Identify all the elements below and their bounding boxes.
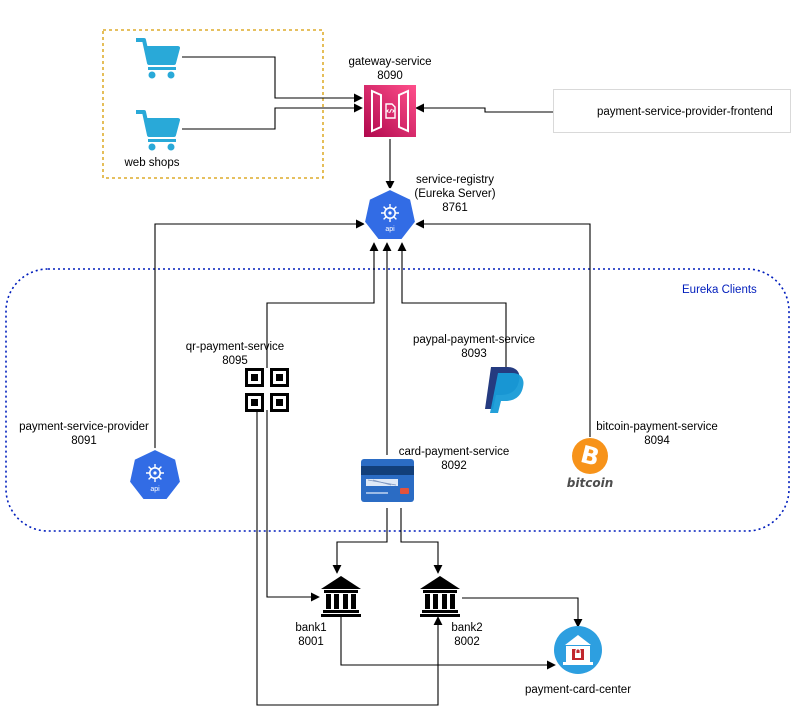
- svg-text:api: api: [150, 486, 160, 493]
- psp-name: payment-service-provider: [19, 421, 149, 433]
- edge-psp-registry: [154, 219, 365, 460]
- webshops-label: web shops: [124, 157, 180, 169]
- registry-subtitle: (Eureka Server): [414, 188, 496, 200]
- qr-service-label: qr-payment-service 8095: [175, 340, 295, 368]
- pcc-label: payment-card-center: [524, 684, 632, 696]
- web-shops-group: [102, 29, 324, 179]
- card-service-port: 8092: [441, 460, 467, 472]
- bank2-name: bank2: [451, 622, 483, 634]
- api-gateway-icon: [364, 85, 416, 137]
- registry-label: service-registry (Eureka Server) 8761: [395, 173, 515, 215]
- edge-paypal-registry: [397, 242, 507, 368]
- paypal-icon: [485, 367, 524, 413]
- bank2-label: bank2 8002: [441, 621, 493, 649]
- bank2-port: 8002: [454, 636, 480, 648]
- registry-port: 8761: [442, 202, 468, 214]
- qr-code-icon: [245, 368, 289, 412]
- paypal-service-label: paypal-payment-service 8093: [404, 333, 544, 361]
- paypal-service-name: paypal-payment-service: [412, 334, 536, 346]
- bank2-icon: [420, 576, 460, 617]
- card-service-label: card-payment-service 8092: [390, 445, 518, 473]
- shopping-cart-icon: [136, 38, 180, 79]
- bitcoin-service-label: bitcoin-payment-service 8094: [588, 420, 726, 448]
- psp-port: 8091: [71, 435, 97, 447]
- frontend-node: [553, 89, 791, 133]
- card-service-name: card-payment-service: [398, 446, 510, 458]
- edge-bank2-pcc: [462, 597, 583, 628]
- edge-frontend-gateway: [415, 103, 553, 113]
- psp-label: payment-service-provider 8091: [12, 420, 156, 448]
- bank1-port: 8001: [298, 636, 324, 648]
- edge-cart1-gateway: [182, 56, 363, 103]
- qr-service-name: qr-payment-service: [185, 341, 285, 353]
- kubernetes-api-icon: api: [362, 187, 418, 241]
- edge-card-bank2: [400, 508, 443, 574]
- qr-service-port: 8095: [222, 355, 248, 367]
- edge-bank1-pcc: [340, 617, 556, 670]
- paypal-service-port: 8093: [461, 348, 487, 360]
- edge-card-bank1: [332, 508, 388, 574]
- edge-qr-bank1: [266, 410, 320, 602]
- bitcoin-service-name: bitcoin-payment-service: [596, 421, 718, 433]
- gateway-label: gateway-service 8090: [330, 55, 450, 83]
- edge-bitcoin-registry: [415, 219, 591, 437]
- gateway-port: 8090: [377, 70, 403, 82]
- frontend-label: payment-service-provider-frontend: [597, 106, 773, 118]
- bank1-icon: [321, 576, 361, 617]
- connectors: [154, 56, 591, 706]
- bitcoin-icon: B bitcoin: [567, 438, 613, 490]
- bank1-name: bank1: [295, 622, 327, 634]
- payment-card-center-icon: [554, 626, 602, 674]
- bitcoin-logo-text: bitcoin: [567, 476, 613, 490]
- kubernetes-api-icon: api: [127, 447, 183, 501]
- gateway-name: gateway-service: [348, 56, 432, 68]
- bank1-label: bank1 8001: [285, 621, 337, 649]
- credit-card-icon: [361, 459, 414, 502]
- edge-qr-bank2: [256, 410, 443, 706]
- eureka-clients-label: Eureka Clients: [682, 284, 757, 296]
- shopping-cart-icon: [136, 110, 180, 151]
- bitcoin-service-port: 8094: [644, 435, 670, 447]
- registry-name: service-registry: [416, 174, 494, 186]
- svg-text:api: api: [385, 226, 395, 233]
- edge-cart2-gateway: [182, 103, 363, 130]
- edge-qr-registry: [266, 242, 379, 368]
